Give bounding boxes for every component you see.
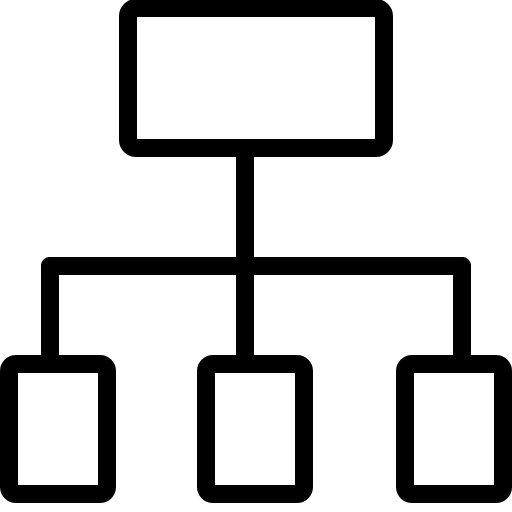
child-node-left [0,355,116,503]
root-node [119,0,393,157]
child-node-right [396,355,512,503]
child-node-center [197,355,313,503]
